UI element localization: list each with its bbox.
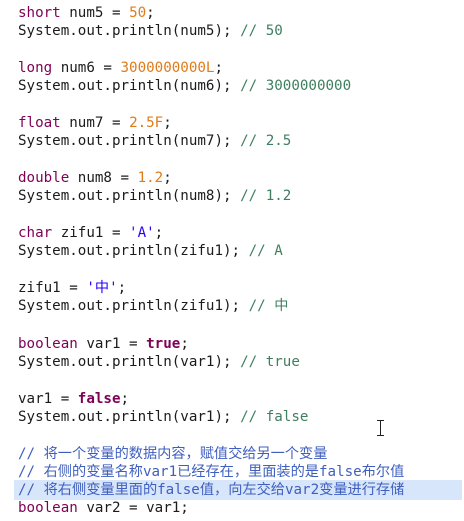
code-line-7[interactable]: double num8 = 1.2; bbox=[18, 169, 172, 187]
code-text: zifu1 = bbox=[52, 225, 130, 241]
comment: // false bbox=[240, 409, 309, 425]
comment-line-2[interactable]: // 右侧的变量名称var1已经存在，里面装的是false布尔值 bbox=[18, 464, 405, 480]
number-literal: 50 bbox=[129, 5, 147, 21]
code-text: var1 = bbox=[77, 336, 147, 352]
code-line-6[interactable]: System.out.println(num7); // 2.5 bbox=[18, 132, 291, 150]
code-text: ; bbox=[180, 336, 189, 352]
text-cursor-icon bbox=[376, 420, 386, 436]
code-text: num8 = bbox=[69, 170, 138, 186]
selected-line-highlight bbox=[14, 480, 462, 500]
comment-line-3[interactable]: // 将右侧变量里面的false值，向左交给var2变量进行存储 bbox=[18, 482, 405, 498]
code-text: System.out.println(num5); bbox=[18, 23, 241, 39]
code-text: var1 = bbox=[18, 391, 78, 407]
number-literal: 2.5F bbox=[129, 115, 164, 131]
comment: // 50 bbox=[240, 23, 283, 39]
keyword: double bbox=[18, 170, 70, 186]
keyword: float bbox=[18, 115, 61, 131]
code-text: var2 = var1; bbox=[77, 500, 189, 516]
code-text: System.out.println(num6); bbox=[18, 78, 241, 94]
code-text: ; bbox=[146, 5, 155, 21]
code-text: ; bbox=[120, 391, 130, 407]
code-text: System.out.println(var1); bbox=[18, 409, 241, 425]
code-text: System.out.println(zifu1); bbox=[18, 243, 249, 259]
code-line-17[interactable]: boolean var2 = var1; bbox=[18, 499, 189, 517]
code-text: num7 = bbox=[60, 115, 130, 131]
char-literal: '中' bbox=[86, 280, 118, 296]
code-text: ; bbox=[163, 170, 172, 186]
code-text: num5 = bbox=[60, 5, 130, 21]
code-line-14[interactable]: System.out.println(var1); // true bbox=[18, 353, 300, 371]
code-line-16[interactable]: System.out.println(var1); // false bbox=[18, 408, 308, 426]
comment: // 中 bbox=[248, 298, 289, 314]
comment: // A bbox=[248, 243, 283, 259]
code-line-13[interactable]: boolean var1 = true; bbox=[18, 335, 189, 353]
code-line-3[interactable]: long num6 = 3000000000L; bbox=[18, 59, 223, 77]
comment: // 2.5 bbox=[240, 133, 292, 149]
keyword: char bbox=[18, 225, 53, 241]
code-text: System.out.println(num7); bbox=[18, 133, 241, 149]
code-text: ; bbox=[117, 280, 127, 296]
comment: // 1.2 bbox=[240, 188, 292, 204]
code-line-12[interactable]: System.out.println(zifu1); // 中 bbox=[18, 297, 288, 315]
code-text: System.out.println(var1); bbox=[18, 354, 241, 370]
keyword: long bbox=[18, 60, 53, 76]
code-text: num6 = bbox=[52, 60, 121, 76]
code-text: ; bbox=[214, 60, 224, 76]
code-line-10[interactable]: System.out.println(zifu1); // A bbox=[18, 242, 283, 260]
comment: // true bbox=[240, 354, 300, 370]
keyword: short bbox=[18, 5, 61, 21]
keyword: boolean bbox=[18, 336, 78, 352]
comment-line-1[interactable]: // 将一个变量的数据内容，赋值交给另一个变量 bbox=[18, 446, 328, 462]
char-literal: 'A' bbox=[129, 225, 155, 241]
code-line-2[interactable]: System.out.println(num5); // 50 bbox=[18, 22, 283, 40]
code-line-8[interactable]: System.out.println(num8); // 1.2 bbox=[18, 187, 291, 205]
code-text: ; bbox=[163, 115, 172, 131]
code-text: zifu1 = bbox=[18, 280, 87, 296]
boolean-literal: false bbox=[77, 391, 121, 407]
boolean-literal: true bbox=[146, 336, 181, 352]
number-literal: 3000000000L bbox=[120, 60, 215, 76]
code-line-11[interactable]: zifu1 = '中'; bbox=[18, 279, 126, 297]
keyword: boolean bbox=[18, 500, 78, 516]
number-literal: 1.2 bbox=[137, 170, 164, 186]
code-line-4[interactable]: System.out.println(num6); // 3000000000 bbox=[18, 77, 351, 95]
code-line-5[interactable]: float num7 = 2.5F; bbox=[18, 114, 172, 132]
code-text: System.out.println(zifu1); bbox=[18, 298, 249, 314]
code-text: ; bbox=[154, 225, 164, 241]
code-line-15[interactable]: var1 = false; bbox=[18, 390, 129, 408]
code-text: System.out.println(num8); bbox=[18, 188, 241, 204]
code-line-9[interactable]: char zifu1 = 'A'; bbox=[18, 224, 163, 242]
code-line-1[interactable]: short num5 = 50; bbox=[18, 4, 155, 22]
comment: // 3000000000 bbox=[240, 78, 352, 94]
